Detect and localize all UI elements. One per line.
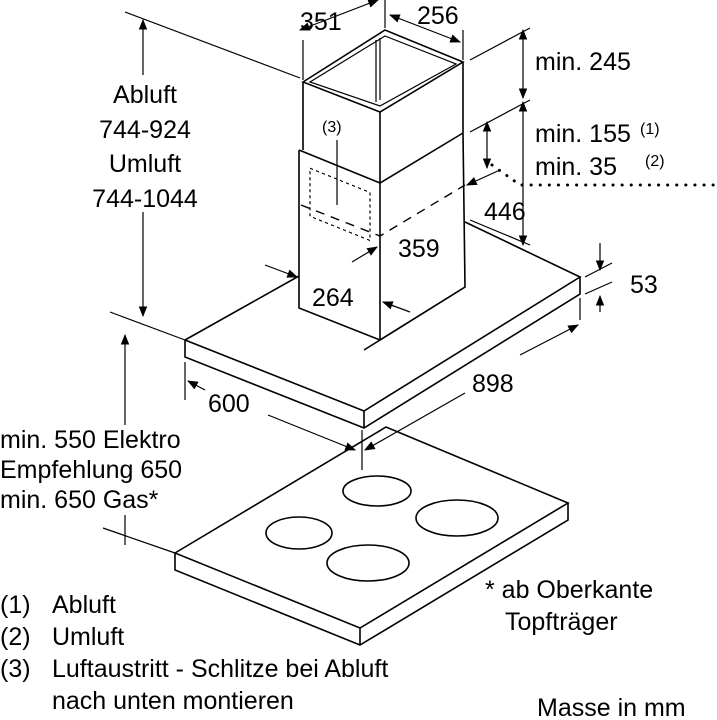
legend-ref-1: (1) — [0, 591, 31, 619]
clearance-gas: min. 650 Gas* — [0, 486, 159, 514]
legend: (1) Abluft (2) Umluft (3) Luftaustritt -… — [0, 591, 388, 715]
dim-359: 359 — [398, 235, 440, 263]
legend-text-1: Abluft — [52, 591, 116, 619]
burner — [415, 499, 499, 537]
dim-446: 446 — [484, 198, 526, 226]
dim-min-155: min. 155 — [535, 120, 631, 148]
legend-text-3b: nach unten montieren — [52, 687, 294, 715]
dim-53: 53 — [630, 271, 658, 299]
legend-ref-2: (2) — [0, 623, 31, 651]
legend-text-3: Luftaustritt - Schlitze bei Abluft — [52, 655, 388, 683]
ref-3: (3) — [322, 119, 342, 136]
burner — [342, 475, 412, 507]
legend-text-2: Umluft — [52, 623, 124, 651]
dim-min-245: min. 245 — [535, 48, 631, 76]
height-label-exhaust: Abluft — [113, 81, 177, 109]
clearance-recommended: Empfehlung 650 — [0, 456, 182, 484]
ref-1: (1) — [640, 121, 660, 138]
dim-264: 264 — [312, 284, 354, 312]
height-range-recirc: 744-1044 — [92, 185, 198, 213]
legend-ref-3: (3) — [0, 655, 31, 683]
dim-351: 351 — [300, 8, 342, 36]
dim-898: 898 — [472, 370, 514, 398]
burner — [265, 516, 333, 550]
ref-2: (2) — [645, 153, 665, 170]
footnote-line-1: * ab Oberkante — [485, 576, 653, 604]
outlet-slits — [309, 167, 371, 242]
dim-min-35: min. 35 — [535, 153, 617, 181]
hood-canopy — [184, 221, 582, 429]
units-note: Masse in mm — [537, 694, 686, 720]
height-label-recirc: Umluft — [109, 150, 181, 178]
clearance-electric: min. 550 Elektro — [0, 426, 181, 454]
dim-256: 256 — [417, 2, 459, 30]
footnote-line-2: Topfträger — [505, 608, 618, 636]
height-range-exhaust: 744-924 — [99, 116, 191, 144]
cooktop — [173, 426, 570, 646]
burner — [326, 544, 410, 582]
dimension-lines — [102, 0, 717, 554]
dim-600: 600 — [208, 390, 250, 418]
